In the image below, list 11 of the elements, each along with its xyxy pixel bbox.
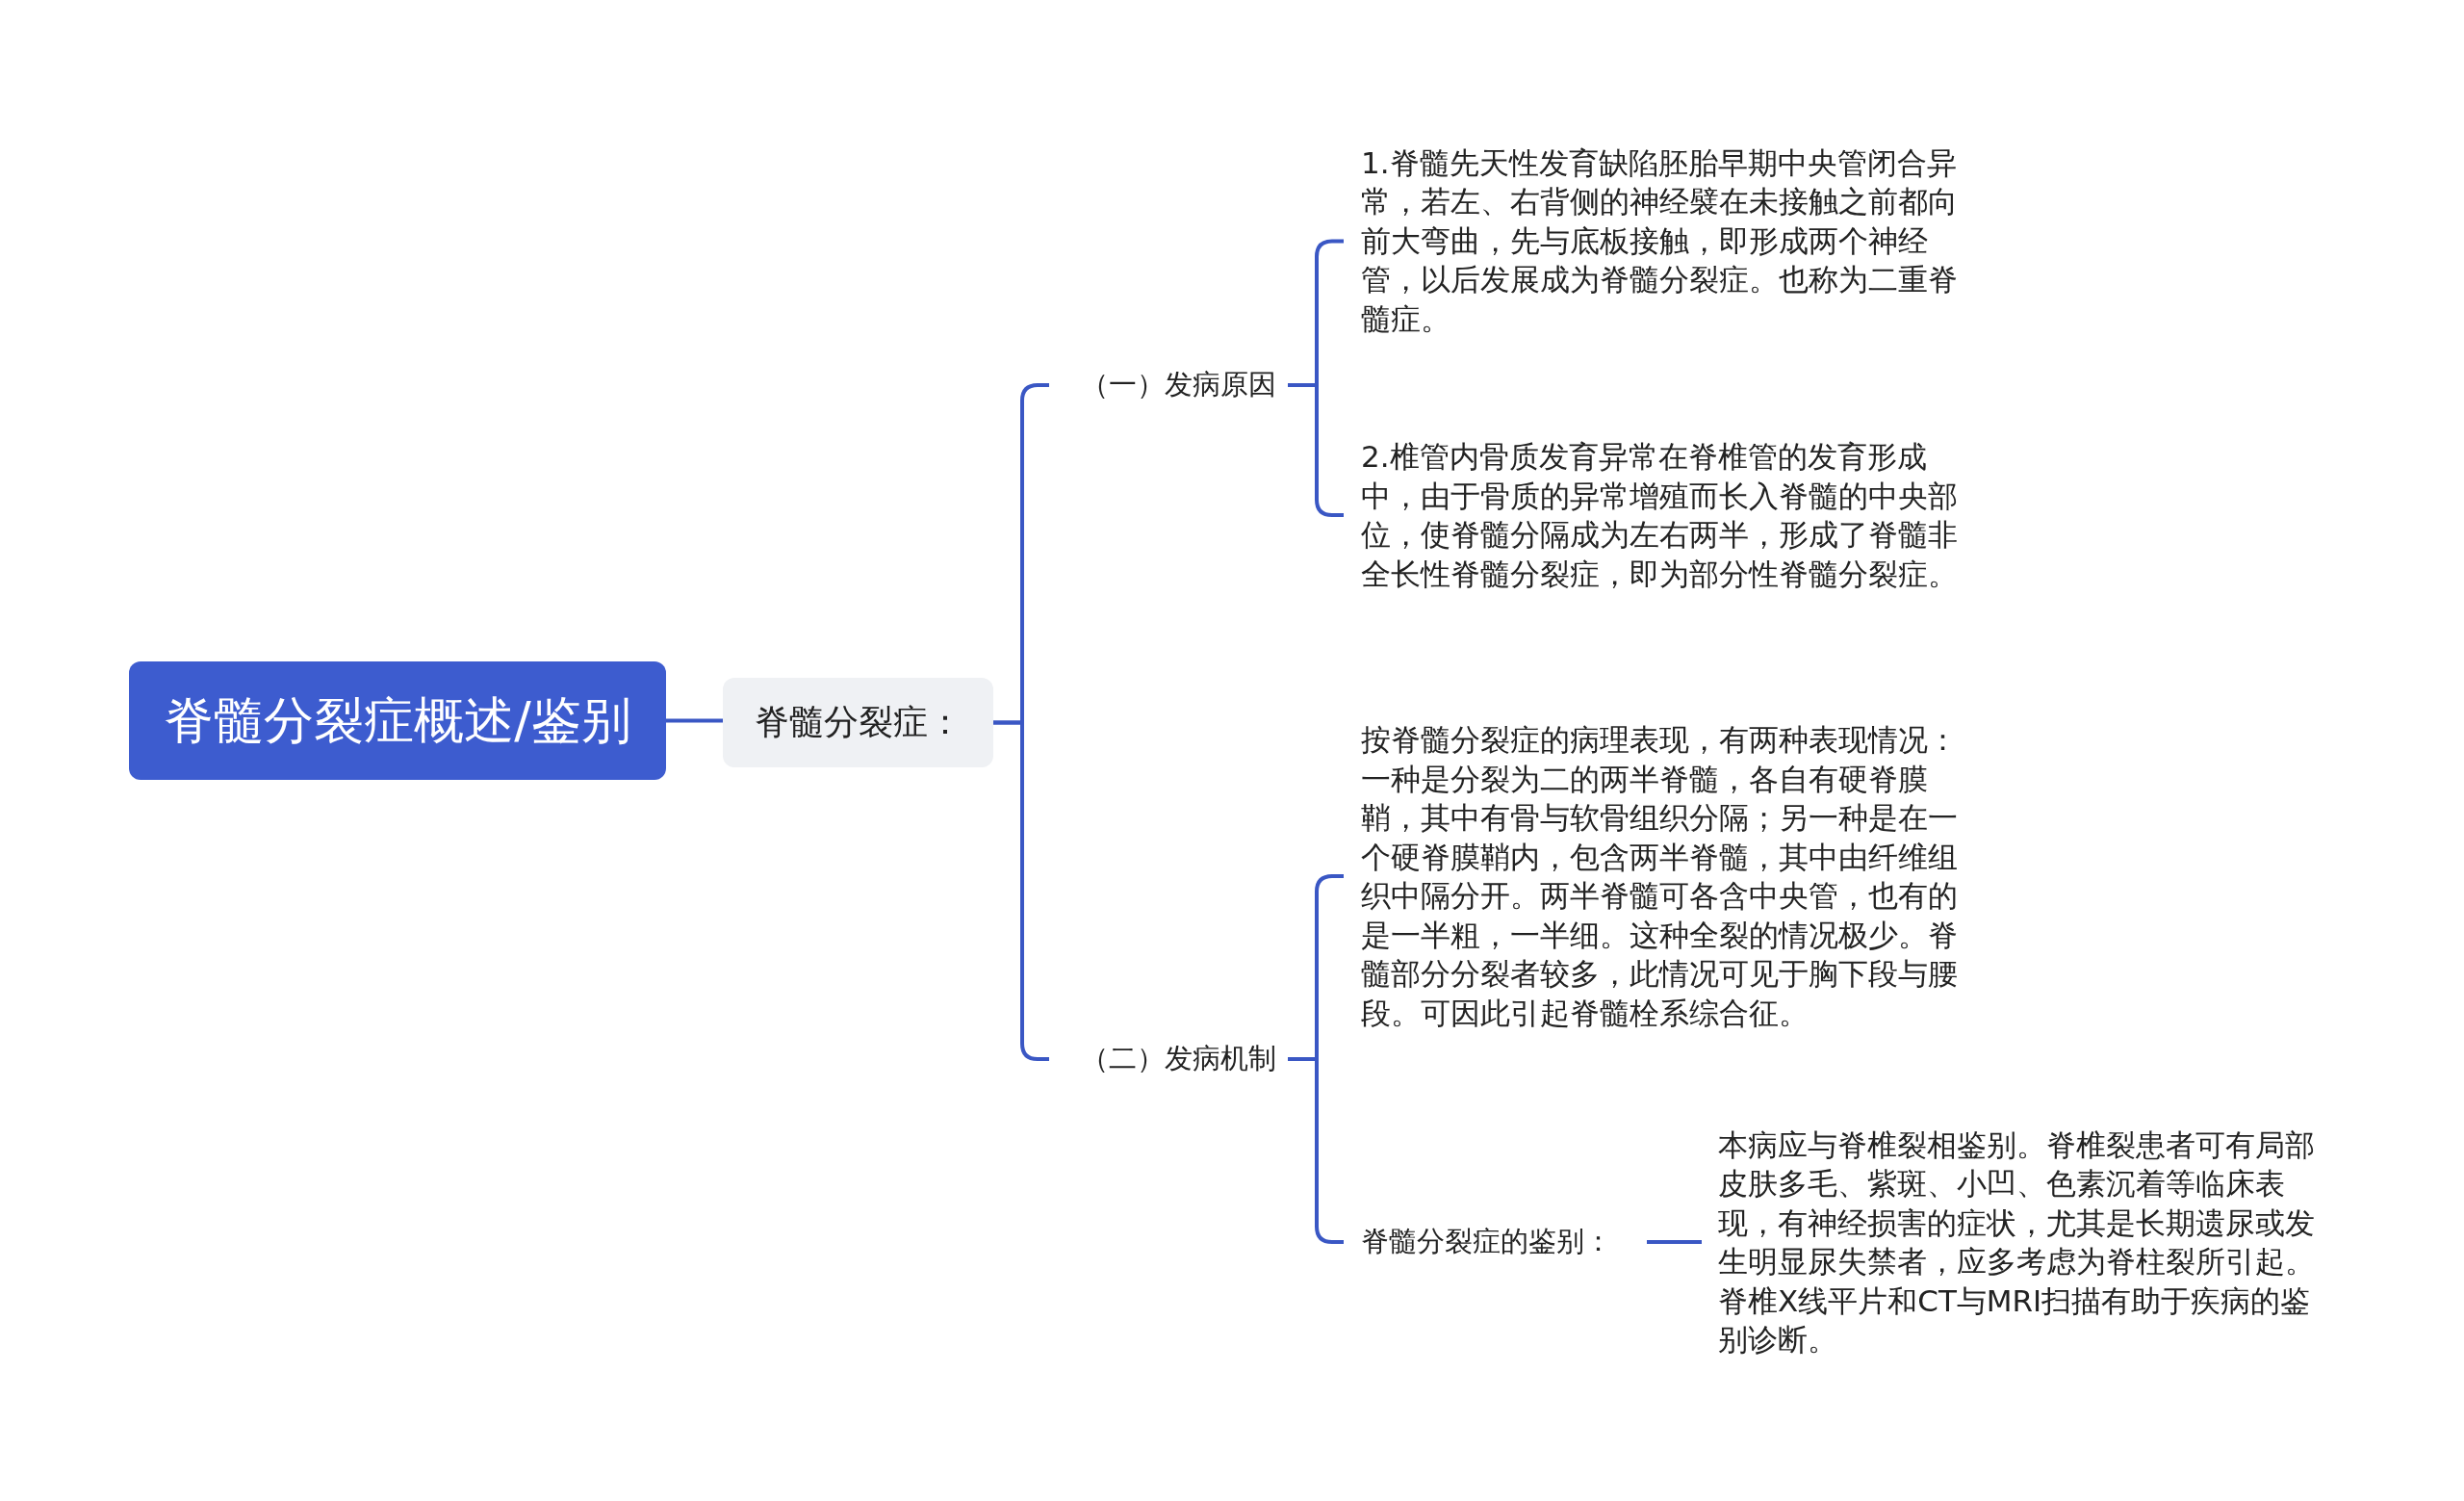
note-text: 2.椎管内骨质发育异常在脊椎管的发育形成中，由于骨质的异常增殖而长入脊髓的中央部位，使脊髓分隔成为左右两半，形成了脊髓非全长性脊髓分裂症，即为部分性脊髓分裂症。	[1344, 437, 1998, 593]
root-topic-box: 脊髓分裂症概述/鉴别	[129, 661, 666, 780]
branch-label: 脊髓分裂症的鉴别：	[1344, 1217, 1647, 1267]
topic-box: 脊髓分裂症：	[723, 678, 993, 767]
branch-label: （一）发病原因	[1049, 360, 1288, 410]
connector-line	[1647, 1240, 1702, 1244]
note-text: 按脊髓分裂症的病理表现，有两种表现情况：一种是分裂为二的两半脊髓，各自有硬脊膜鞘，其中有骨与软骨组织分隔；另一种是在一个硬脊膜鞘内，包含两半脊髓，其中由纤维组织中隔分开。两半脊髓可各含中央管，也有的是一半粗，一半细。这种全裂的情况极少。脊髓部分分裂者较多，此情况可见于胸下段与腰段。可因此引起脊髓栓系综合征。	[1344, 720, 1998, 1032]
connector-line	[666, 718, 723, 723]
note-text: 1.脊髓先天性发育缺陷胚胎早期中央管闭合异常，若左、右背侧的神经襞在未接触之前都向前大弯曲，先与底板接触，即形成两个神经管，以后发展成为脊髓分裂症。也称为二重脊髓症。	[1344, 142, 1998, 338]
note-text: 本病应与脊椎裂相鉴别。脊椎裂患者可有局部皮肤多毛、紫斑、小凹、色素沉着等临床表现，有神经损害的症状，尤其是长期遗尿或发生明显尿失禁者，应多考虑为脊柱裂所引起。脊椎X线平片和CT与MRI扫描有助于疾病的鉴别诊断。	[1702, 1125, 2356, 1359]
branch-label: （二）发病机制	[1049, 1034, 1288, 1084]
